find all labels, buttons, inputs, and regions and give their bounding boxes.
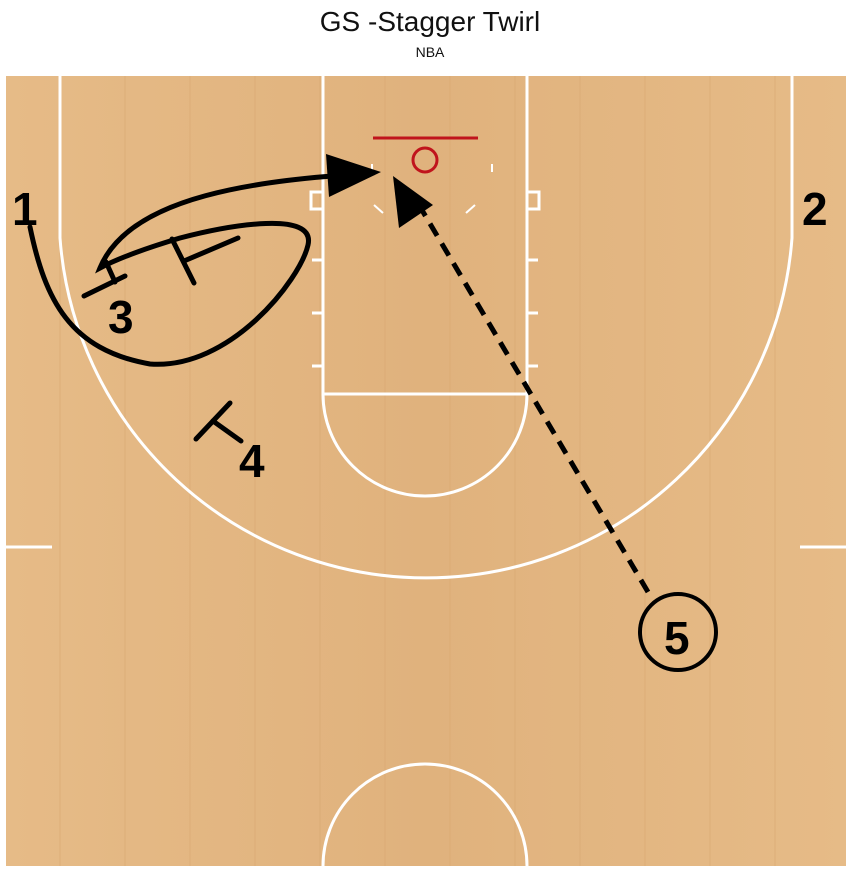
arrowhead-5 <box>393 176 433 228</box>
floor-planks <box>59 76 776 866</box>
arrowhead-1 <box>326 154 381 197</box>
cut-path-5 <box>413 198 651 594</box>
lane <box>321 76 529 396</box>
screen-3-upper <box>169 235 241 286</box>
three-point-line <box>58 76 794 580</box>
lane-block-right <box>525 190 541 211</box>
player-4-label: 4 <box>239 435 265 487</box>
play-subtitle: NBA <box>415 44 445 60</box>
court-floor <box>6 76 846 866</box>
restricted-area <box>371 164 493 214</box>
player-1-label: 1 <box>12 183 38 235</box>
free-throw-circle <box>321 393 529 498</box>
play-title: GS -Stagger Twirl <box>319 6 541 37</box>
player-3-label: 3 <box>108 291 134 343</box>
court-lines <box>6 76 846 867</box>
screen-3-lower <box>81 259 128 299</box>
player-5-label: 5 <box>664 612 690 664</box>
rim <box>411 146 439 174</box>
player-5-circle <box>638 592 718 672</box>
screens <box>81 235 244 444</box>
screen-4 <box>193 400 244 444</box>
lane-block-left <box>309 190 325 211</box>
center-circle <box>321 762 529 867</box>
cut-path-1 <box>27 170 376 367</box>
player-2-label: 2 <box>802 183 828 235</box>
